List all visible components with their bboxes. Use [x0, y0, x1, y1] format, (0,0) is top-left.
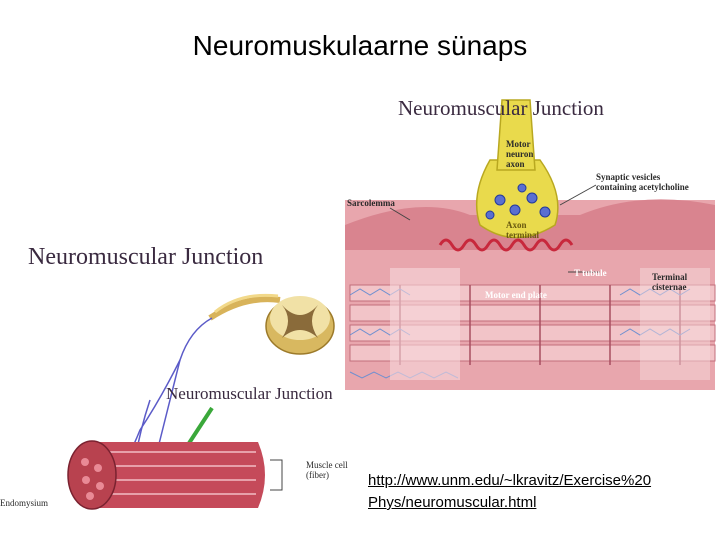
- synaptic-vesicles-label: Synaptic vesicles containing acetylcholi…: [596, 172, 689, 192]
- left-figure-title: Neuromuscular Junction: [28, 244, 264, 270]
- muscle-cell-label: Muscle cell (fiber): [306, 460, 348, 480]
- terminal-cisternae-label: Terminal cisternae: [652, 272, 687, 292]
- motor-neuron-axon-line3: axon: [506, 159, 525, 169]
- right-figure-title: Neuromuscular Junction: [398, 96, 604, 120]
- t-tubule-label: T tubule: [574, 268, 607, 278]
- muscle-cell-line1: Muscle cell: [306, 460, 348, 470]
- axon-terminal-line1: Axon: [506, 220, 527, 230]
- terminal-cisternae-line1: Terminal: [652, 272, 688, 282]
- axon-terminal-line2: terminal: [506, 230, 539, 240]
- muscle-cell-line2: (fiber): [306, 470, 329, 480]
- right-figure-muscle: [345, 99, 716, 390]
- left-figure-junction-label: Neuromuscular Junction: [166, 384, 333, 403]
- motor-neuron-axon-line2: neuron: [506, 149, 534, 159]
- motor-end-plate-label: Motor end plate: [485, 290, 547, 300]
- synaptic-vesicles-line1: Synaptic vesicles: [596, 172, 661, 182]
- slide-title: Neuromuskulaarne sünaps: [192, 30, 528, 61]
- motor-neuron-axon-line1: Motor: [506, 139, 531, 149]
- endomysium-label: Endomysium: [0, 498, 49, 508]
- source-url-line2: Phys/neuromuscular.html: [368, 494, 537, 511]
- sarcolemma-label: Sarcolemma: [347, 198, 395, 208]
- left-figure-muscle: [67, 293, 335, 510]
- motor-neuron-axon-label: Motor neuron axon: [506, 139, 533, 169]
- source-url-line1: http://www.unm.edu/~lkravitz/Exercise%20: [368, 472, 652, 489]
- synaptic-vesicles-line2: containing acetylcholine: [596, 182, 689, 192]
- axon-terminal-label: Axon terminal: [506, 220, 539, 240]
- source-url-link[interactable]: http://www.unm.edu/~lkravitz/Exercise%20…: [368, 470, 713, 514]
- terminal-cisternae-line2: cisternae: [652, 282, 687, 292]
